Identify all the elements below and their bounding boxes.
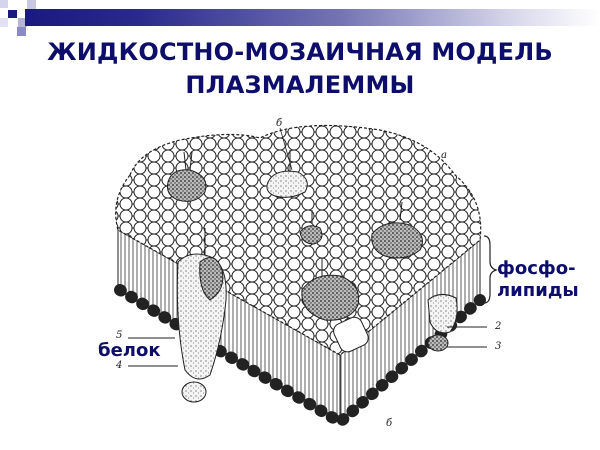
inner-leaflet-heads (114, 284, 486, 430)
header-gradient-bar (25, 9, 600, 26)
decor-square (8, 10, 17, 18)
phospholipids-label-line1: фосфо- (497, 258, 576, 279)
protein-right (371, 201, 423, 259)
marker-5: 5 (116, 330, 123, 341)
phospholipids-label-line2: липиды (497, 280, 579, 301)
protein-glycoprotein-1 (167, 151, 207, 202)
decor-square (27, 0, 36, 9)
title-line-2: ПЛАЗМАЛЕММЫ (185, 71, 415, 99)
outer-leaflet-surface (115, 124, 482, 356)
marker-2: 2 (495, 321, 502, 332)
phospholipid-bracket (483, 235, 498, 304)
protein-small (299, 210, 323, 245)
protein-label: белок (98, 340, 161, 361)
decor-square (18, 18, 27, 27)
marker-4: 4 (116, 360, 123, 371)
slide-title: ЖИДКОСТНО-МОЗАИЧНАЯ МОДЕЛЬ ПЛАЗМАЛЕММЫ (0, 36, 600, 102)
marker-b-bottom: б (386, 418, 393, 429)
title-line-1: ЖИДКОСТНО-МОЗАИЧНАЯ МОДЕЛЬ (47, 38, 553, 66)
decor-square (0, 18, 8, 27)
marker-3: 3 (495, 341, 502, 352)
protein-integral-left (176, 228, 227, 403)
marker-b-top: б (276, 118, 283, 129)
marker-a: а (441, 150, 447, 161)
decor-square (0, 0, 8, 8)
phospholipids-label: фосфо- липиды (497, 258, 579, 302)
protein-peripheral-right (427, 294, 458, 352)
protein-glycoprotein-2 (266, 127, 308, 198)
decor-square (17, 27, 26, 36)
protein-integral-center (301, 258, 369, 353)
